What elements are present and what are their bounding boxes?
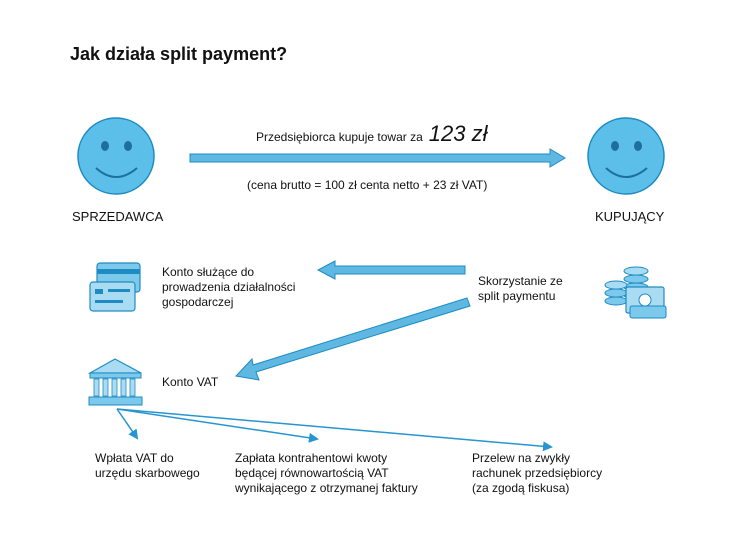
purchase-arrow — [189, 148, 566, 168]
split-payment-label: Skorzystanie ze split paymentu — [478, 274, 563, 304]
outcome-transfer: Przelew na zwykły rachunek przedsiębiorc… — [472, 451, 602, 496]
credit-cards-icon — [89, 262, 141, 312]
to-tax-office-arrow — [116, 408, 139, 440]
page-title: Jak działa split payment? — [70, 44, 288, 64]
price-value: 123 zł — [428, 121, 488, 146]
outcome-tax-office-line-1: Wpłata VAT do — [95, 451, 174, 465]
outcome-transfer-line-3: (za zgodą fiskusa) — [472, 481, 570, 495]
vat-account-label: Konto VAT — [162, 375, 219, 389]
bank-icon — [87, 358, 143, 406]
outcome-contractor-line-3: wynikającego z otrzymanej faktury — [235, 481, 418, 495]
split-payment-line-1: Skorzystanie ze — [478, 274, 563, 288]
business-account-line-1: Konto służące do — [162, 265, 255, 279]
coins-banknote-icon — [604, 266, 667, 319]
seller-label: SPRZEDAWCA — [72, 209, 164, 224]
split-payment-line-2: split paymentu — [478, 289, 556, 303]
business-account-label: Konto służące do prowadzenia działalnośc… — [162, 265, 295, 310]
buyer-smiley-icon — [587, 117, 665, 195]
outcome-contractor-line-2: będącej równowartością VAT — [235, 466, 389, 480]
outcome-tax-office: Wpłata VAT do urzędu skarbowego — [95, 451, 200, 481]
to-contractor-arrow — [116, 408, 319, 443]
buyer-label: KUPUJĄCY — [595, 209, 665, 224]
outcome-contractor: Zapłata kontrahentowi kwoty będącej równ… — [235, 451, 418, 496]
seller-smiley-icon — [77, 117, 155, 195]
purchase-label: Przedsiębiorca kupuje towar za 123 zł — [256, 123, 487, 145]
business-account-arrow — [316, 260, 466, 280]
to-regular-account-arrow — [116, 408, 553, 452]
outcome-contractor-line-1: Zapłata kontrahentowi kwoty — [235, 451, 388, 465]
outcome-transfer-line-1: Przelew na zwykły — [472, 451, 571, 465]
price-breakdown: (cena brutto = 100 zł centa netto + 23 z… — [247, 178, 488, 192]
business-account-line-3: gospodarczej — [162, 295, 234, 309]
vat-account-arrow — [234, 297, 471, 381]
outcome-transfer-line-2: rachunek przedsiębiorcy — [472, 466, 603, 480]
purchase-label-text: Przedsiębiorca kupuje towar za — [256, 130, 423, 144]
business-account-line-2: prowadzenia działalności — [162, 280, 296, 294]
outcome-tax-office-line-2: urzędu skarbowego — [95, 466, 200, 480]
